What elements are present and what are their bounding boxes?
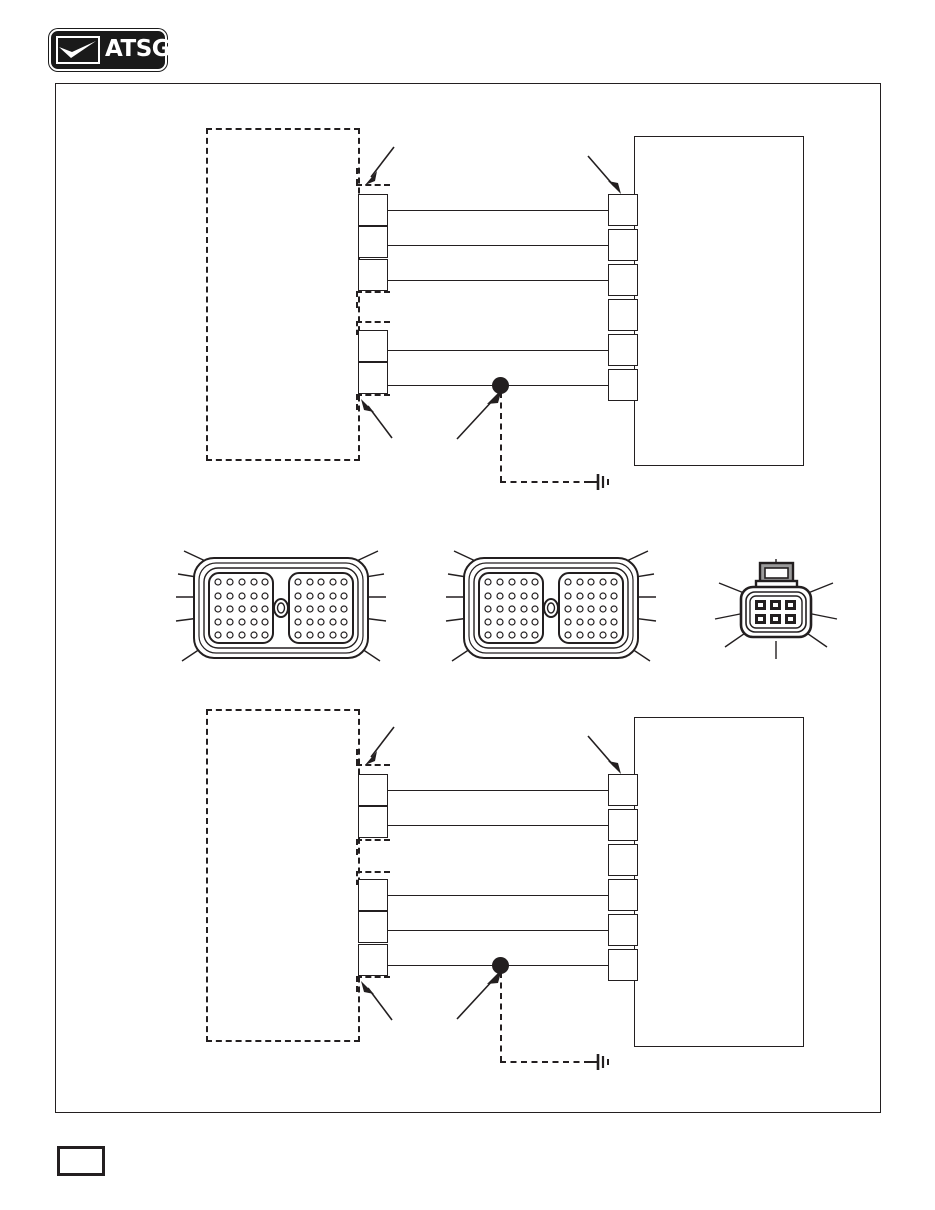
lower-control-module	[634, 717, 804, 1047]
upper-ground-symbol	[586, 474, 609, 490]
upper-right-terminal-4[interactable]	[608, 299, 638, 331]
upper-right-terminal-1[interactable]	[608, 194, 638, 226]
lower-harness-outline	[206, 709, 360, 1042]
connector-b-pins	[484, 578, 618, 639]
lower-arrow-splice	[456, 969, 502, 1020]
upper-harness-outline	[206, 128, 360, 461]
connector-b-keyway	[543, 598, 559, 618]
checkmark-glyph	[59, 41, 96, 58]
upper-left-group2-bracket-bottom	[356, 394, 390, 396]
connector-c-pins	[755, 600, 796, 624]
rectangular-multipin-connector-a[interactable]	[175, 549, 387, 669]
lower-left-terminal-2[interactable]	[358, 806, 388, 838]
lower-left-terminal-5[interactable]	[358, 944, 388, 976]
lower-left-terminal-3[interactable]	[358, 879, 388, 911]
atsg-wordmark: ATSG	[105, 35, 171, 62]
lower-wire-4	[388, 930, 608, 931]
lower-right-terminal-4[interactable]	[608, 879, 638, 911]
lower-right-terminal-6[interactable]	[608, 949, 638, 981]
atsg-logo: ATSG	[49, 29, 171, 71]
upper-wire-4	[388, 350, 608, 351]
lower-left-group1-bracket-bottom	[356, 839, 390, 841]
upper-wire-3	[388, 280, 608, 281]
lower-left-group2-bracket-top	[356, 871, 390, 873]
upper-left-group1-bracket-bottomleft	[356, 291, 358, 308]
connector-a-keyway	[273, 598, 289, 618]
lower-left-terminal-1[interactable]	[358, 774, 388, 806]
lower-wiring-diagram	[56, 699, 882, 1114]
lower-wire-2	[388, 825, 608, 826]
upper-left-terminal-2[interactable]	[358, 226, 388, 258]
lower-wire-3	[388, 895, 608, 896]
upper-left-group1-bracket-bottom	[356, 291, 390, 293]
lower-wire-1	[388, 790, 608, 791]
lower-ground-symbol	[586, 1054, 609, 1070]
lower-left-group1-bracket-bottomleft	[356, 839, 358, 855]
upper-arrow-splice	[456, 389, 502, 440]
lower-right-terminal-3[interactable]	[608, 844, 638, 876]
upper-left-terminal-5[interactable]	[358, 362, 388, 394]
upper-right-terminal-6[interactable]	[608, 369, 638, 401]
upper-left-group1-bracket-topleft	[356, 168, 358, 185]
upper-left-group2-bracket-bottomleft	[356, 394, 358, 410]
connector-illustrations-row	[56, 539, 882, 699]
lower-left-group1-bracket-topleft	[356, 749, 358, 765]
upper-left-group1-bracket-top	[356, 184, 390, 186]
upper-right-terminal-3[interactable]	[608, 264, 638, 296]
upper-arrow-left-connector-bottom	[361, 399, 393, 439]
lower-left-group2-bracket-bottom	[356, 976, 390, 978]
upper-control-module	[634, 136, 804, 466]
lower-arrow-right-connector	[587, 735, 621, 774]
upper-ground-branch-vertical	[500, 392, 502, 482]
six-pin-connector[interactable]	[711, 557, 841, 661]
upper-wire-2	[388, 245, 608, 246]
lower-left-group2-bracket-topleft	[356, 871, 358, 885]
upper-left-terminal-1[interactable]	[358, 194, 388, 226]
upper-wire-1	[388, 210, 608, 211]
lower-arrow-left-connector-top	[365, 726, 395, 765]
page-content-frame	[55, 83, 881, 1113]
upper-splice-point	[492, 377, 509, 394]
upper-arrow-right-connector	[587, 155, 621, 194]
lower-right-terminal-2[interactable]	[608, 809, 638, 841]
upper-left-group2-bracket-top	[356, 321, 390, 323]
upper-right-terminal-5[interactable]	[608, 334, 638, 366]
lower-left-group2-bracket-bottomleft	[356, 976, 358, 992]
upper-left-group2-bracket-topleft	[356, 321, 358, 335]
upper-left-terminal-3[interactable]	[358, 259, 388, 291]
lower-right-terminal-1[interactable]	[608, 774, 638, 806]
lower-ground-branch-horizontal	[500, 1061, 590, 1063]
connector-a-pins	[214, 578, 348, 639]
checkmark-icon	[56, 36, 100, 64]
lower-right-terminal-5[interactable]	[608, 914, 638, 946]
upper-left-terminal-4[interactable]	[358, 330, 388, 362]
upper-arrow-left-connector-top	[365, 146, 395, 185]
lower-splice-point	[492, 957, 509, 974]
page-number-box	[57, 1146, 105, 1176]
lower-arrow-left-connector-bottom	[361, 981, 393, 1021]
lower-left-group1-bracket-top	[356, 764, 390, 766]
upper-right-terminal-2[interactable]	[608, 229, 638, 261]
upper-wiring-diagram	[56, 84, 882, 514]
lower-ground-branch-vertical	[500, 972, 502, 1062]
upper-ground-branch-horizontal	[500, 481, 590, 483]
rectangular-multipin-connector-b[interactable]	[445, 549, 657, 669]
lower-left-terminal-4[interactable]	[358, 911, 388, 943]
